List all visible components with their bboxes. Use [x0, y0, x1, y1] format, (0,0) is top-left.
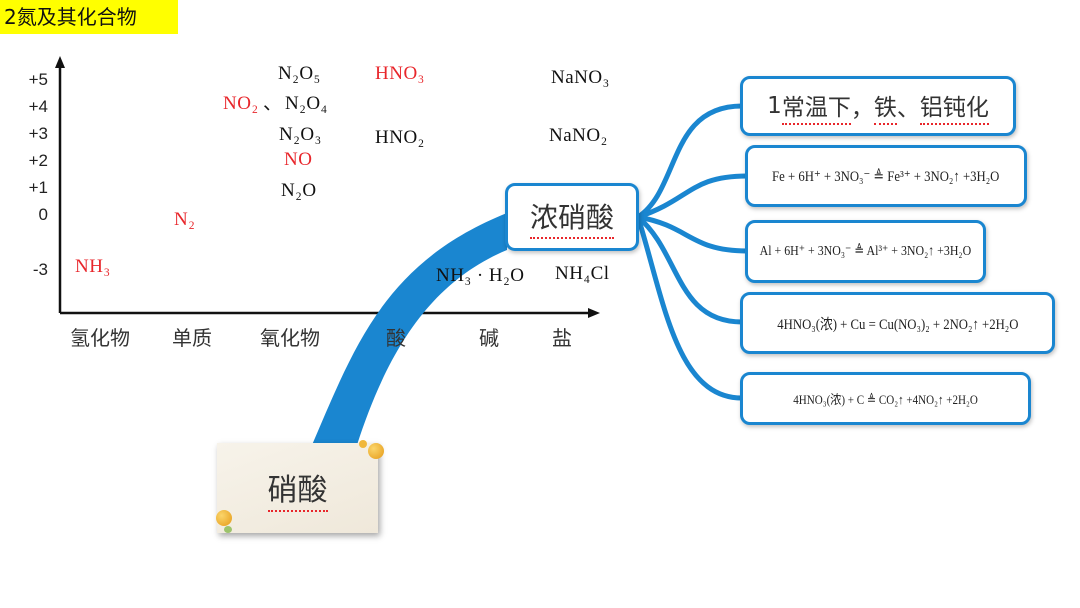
compound-nh3: NH₃ [75, 256, 111, 277]
branch-lines [635, 103, 750, 401]
compound-n2: N₂ [174, 209, 196, 230]
decor-leaf-icon [224, 526, 232, 533]
pushpin-head-icon [359, 440, 367, 448]
y-axis-arrow-icon [55, 56, 65, 68]
passivation-seg-aluminum: 铝钝化 [919, 88, 989, 125]
compound-n2o4: N₂O₄ [285, 93, 328, 114]
property-al-reaction: Al + 6H⁺ + 3NO₃⁻ ≜ Al³⁺ + 3NO₂↑ +3H₂O [745, 220, 986, 283]
c-reaction-equation: 4HNO₃(浓) + C ≜ CO₂↑ +4NO₂↑ +2H₂O [793, 392, 978, 407]
compound-no2: NO₂ [223, 93, 259, 114]
branch-line-fe [635, 173, 750, 220]
category-salt: 盐 [552, 326, 572, 350]
slide-title: 2氮及其化合物 [0, 0, 178, 34]
nitric-acid-card: 硝酸 [217, 443, 378, 533]
valence-tick-plus2: +2 [28, 151, 48, 170]
passivation-seg-iron: 铁 [873, 88, 897, 125]
valence-tick-plus1: +1 [28, 178, 48, 197]
compound-n2o: N₂O [281, 180, 317, 201]
al-reaction-equation: Al + 6H⁺ + 3NO₃⁻ ≜ Al³⁺ + 3NO₂↑ +3H₂O [759, 244, 972, 259]
passivation-seg-separator: 、 [896, 96, 920, 122]
compound-separator: 、 [263, 93, 283, 114]
category-hydride: 氢化物 [70, 326, 130, 350]
compound-nh3-h2o: NH₃ · H₂O [436, 265, 525, 286]
nitric-acid-card-label: 硝酸 [267, 465, 328, 512]
property-cu-reaction: 4HNO₃(浓) + Cu = Cu(NO₃)₂ + 2NO₂↑ +2H₂O [740, 292, 1055, 354]
valence-tick-plus5: +5 [28, 70, 48, 89]
property-c-reaction: 4HNO₃(浓) + C ≜ CO₂↑ +4NO₂↑ +2H₂O [740, 372, 1031, 425]
valence-tick-plus3: +3 [28, 124, 48, 143]
concentrated-nitric-acid-label: 浓硝酸 [529, 196, 614, 239]
x-axis-arrow-icon [588, 308, 600, 318]
valence-tick-zero: 0 [38, 205, 48, 224]
valence-tick-plus4: +4 [28, 97, 48, 116]
property-fe-reaction: Fe + 6H⁺ + 3NO₃⁻ ≜ Fe³⁺ + 3NO₂↑ +3H₂O [745, 145, 1027, 207]
branch-line-al [635, 214, 750, 254]
concentrated-nitric-acid-node: 浓硝酸 [505, 183, 639, 251]
category-element: 单质 [172, 326, 212, 350]
valence-axis [55, 56, 65, 313]
compound-nano3: NaNO₃ [551, 67, 610, 88]
decor-dot-icon [216, 510, 232, 526]
compound-hno3: HNO₃ [375, 63, 425, 84]
compound-nano2: NaNO₂ [549, 125, 608, 146]
branch-line-cu [635, 214, 745, 325]
category-oxide: 氧化物 [260, 326, 320, 350]
passivation-seg-comma: ， [850, 96, 874, 122]
category-base: 碱 [479, 326, 499, 350]
acid-swoosh [312, 213, 507, 445]
branch-line-passivation [635, 103, 745, 220]
compound-hno2: HNO₂ [375, 127, 425, 148]
compound-n2o5: N₂O₅ [278, 63, 321, 84]
fe-reaction-equation: Fe + 6H⁺ + 3NO₃⁻ ≜ Fe³⁺ + 3NO₂↑ +3H₂O [772, 168, 1000, 185]
compound-n2o3: N₂O₃ [279, 124, 322, 145]
cu-reaction-equation: 4HNO₃(浓) + Cu = Cu(NO₃)₂ + 2NO₂↑ +2H₂O [776, 316, 1019, 333]
compound-no: NO [284, 149, 313, 170]
valence-tick-minus3: -3 [32, 260, 48, 279]
category-acid: 酸 [386, 326, 406, 350]
pushpin-icon [368, 443, 384, 459]
branch-line-c [635, 214, 745, 401]
passivation-seg-number: 1 [767, 93, 782, 119]
compound-nh4cl: NH₄Cl [555, 263, 610, 284]
passivation-seg-room-temp: 常温下 [781, 88, 851, 125]
category-axis [60, 308, 600, 318]
